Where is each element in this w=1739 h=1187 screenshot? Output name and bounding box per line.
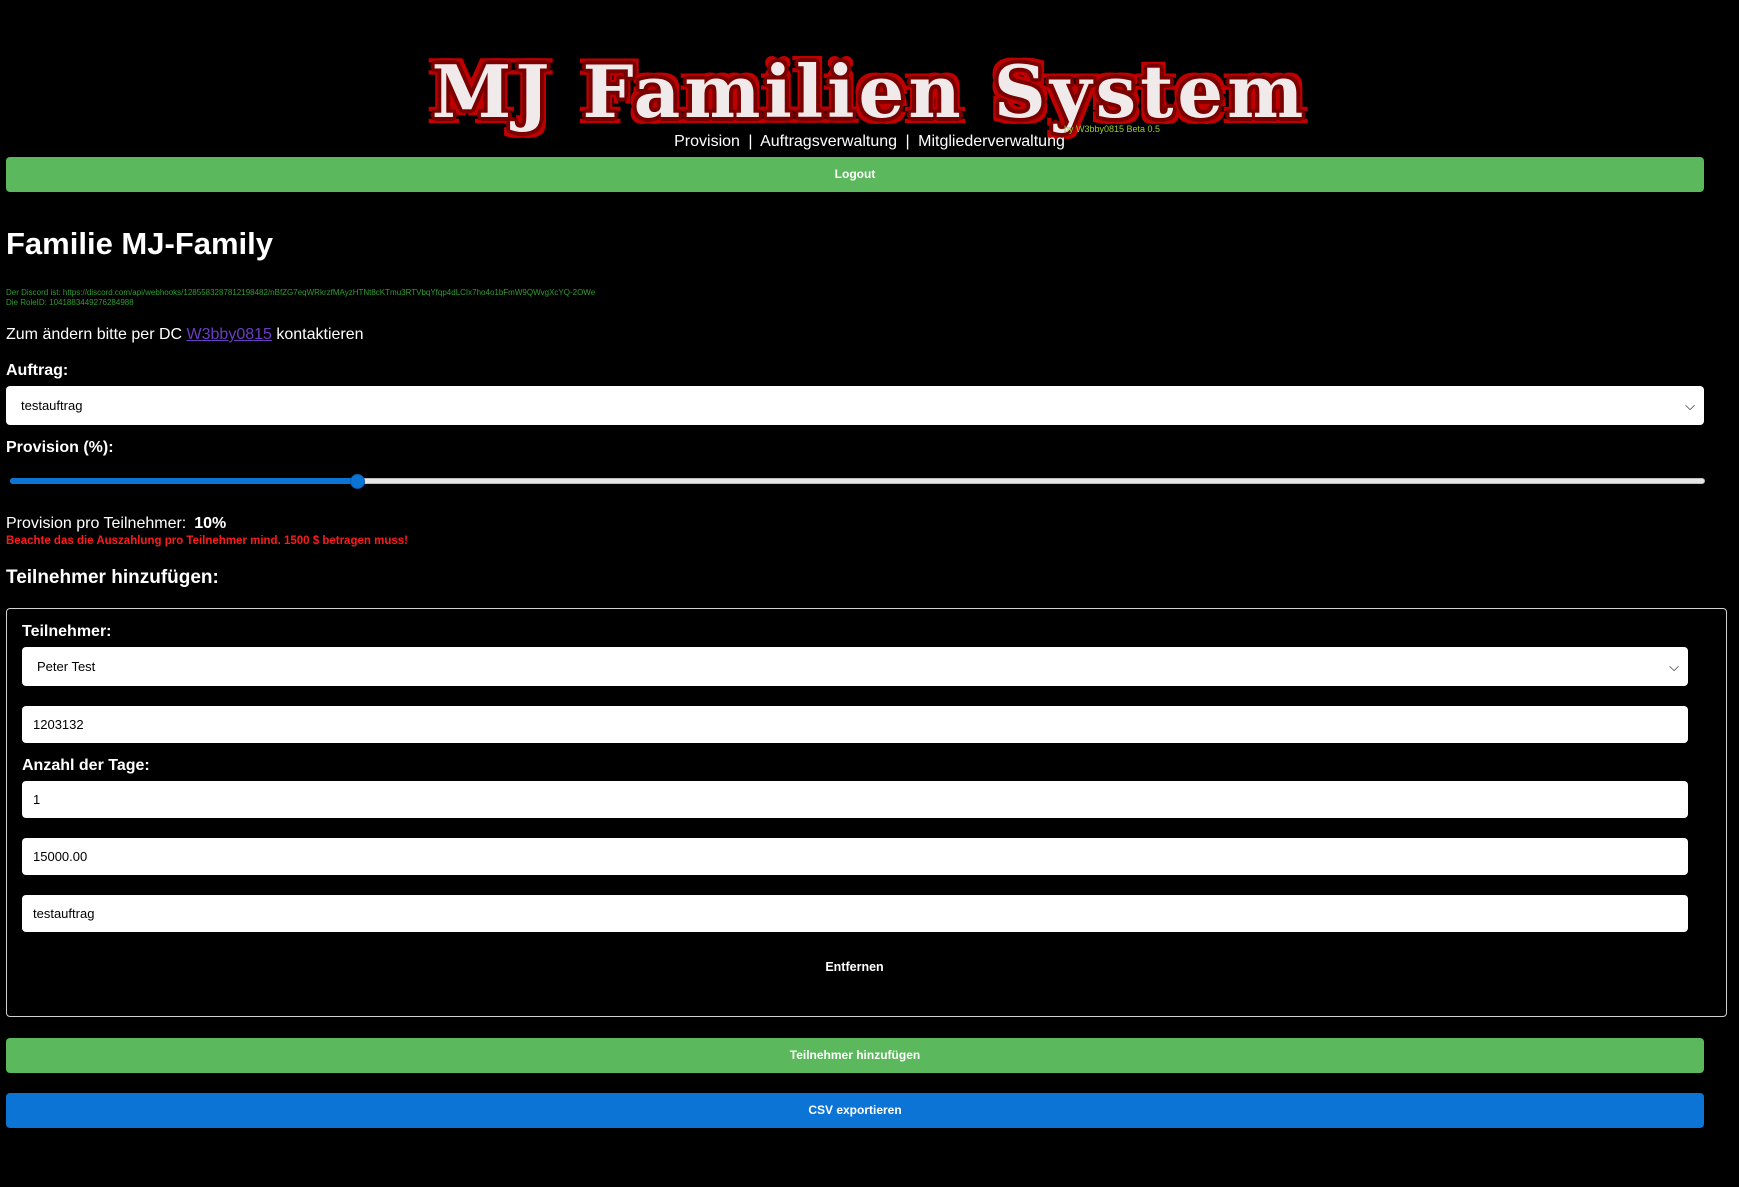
main-nav: Provision | Auftragsverwaltung | Mitglie… — [0, 133, 1739, 151]
logo-container: MJ Familien System — [0, 52, 1739, 132]
provision-slider-thumb[interactable] — [350, 474, 366, 489]
logout-button[interactable]: Logout — [6, 157, 1704, 192]
role-id-text: Die RoleID: 1041883449276284988 — [6, 298, 134, 307]
discord-webhook-text: Der Discord ist: https://discord.com/api… — [6, 288, 596, 297]
csv-export-button[interactable]: CSV exportieren — [6, 1093, 1704, 1128]
contact-prefix: Zum ändern bitte per DC — [6, 326, 183, 343]
add-participant-button[interactable]: Teilnehmer hinzufügen — [6, 1038, 1704, 1073]
nav-auftragsverwaltung[interactable]: Auftragsverwaltung — [760, 133, 898, 150]
auftrag-select-value: testauftrag — [21, 398, 83, 413]
participant-id-input[interactable]: 1203132 — [22, 706, 1688, 743]
contact-text: Zum ändern bitte per DC W3bby0815 kontak… — [6, 326, 364, 344]
payout-warning: Beachte das die Auszahlung pro Teilnehme… — [6, 535, 408, 547]
contact-link[interactable]: W3bby0815 — [186, 326, 272, 343]
auftrag-label: Auftrag: — [6, 362, 69, 379]
amount-input[interactable]: 15000.00 — [22, 838, 1688, 875]
provision-slider-fill — [10, 478, 358, 484]
auftrag-select[interactable]: testauftrag ⌵ — [6, 386, 1704, 425]
chevron-down-icon: ⌵ — [1685, 398, 1695, 413]
provision-per-value: 10% — [194, 515, 227, 532]
provision-per-participant: Provision pro Teilnehmer: 10% — [6, 515, 226, 533]
family-title: Familie MJ-Family — [6, 226, 274, 261]
nav-separator: | — [905, 133, 910, 150]
days-input[interactable]: 1 — [22, 781, 1688, 818]
contact-suffix: kontaktieren — [276, 326, 364, 343]
participant-select[interactable]: Peter Test ⌵ — [22, 647, 1688, 686]
participant-label: Teilnehmer: — [22, 623, 112, 640]
remove-participant-button[interactable]: Entfernen — [825, 960, 884, 974]
logo: MJ Familien System — [431, 49, 1308, 134]
participant-panel — [6, 608, 1727, 1017]
days-label: Anzahl der Tage: — [22, 757, 150, 774]
provision-per-label: Provision pro Teilnehmer: — [6, 515, 187, 532]
participant-select-value: Peter Test — [37, 659, 96, 674]
nav-mitgliederverwaltung[interactable]: Mitgliederverwaltung — [918, 133, 1065, 150]
nav-separator: | — [748, 133, 753, 150]
nav-provision[interactable]: Provision — [674, 133, 740, 150]
add-participant-heading: Teilnehmer hinzufügen: — [6, 567, 219, 588]
chevron-down-icon: ⌵ — [1669, 659, 1679, 674]
provision-label: Provision (%): — [6, 439, 114, 456]
order-input[interactable]: testauftrag — [22, 895, 1688, 932]
version-byline: by W3bby0815 Beta 0.5 — [1064, 124, 1161, 134]
